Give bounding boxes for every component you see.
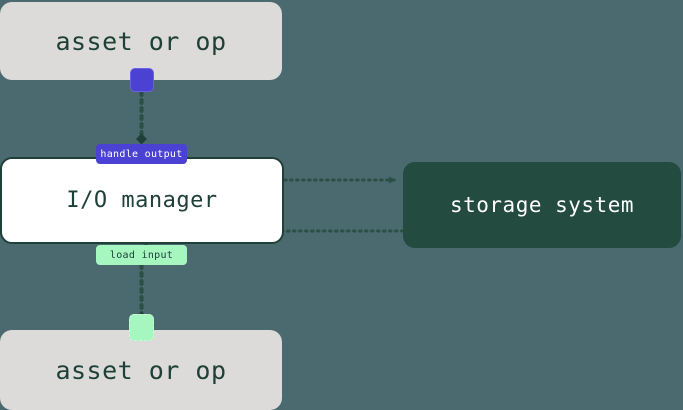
edge-label-handle-output[interactable]: handle output <box>96 144 187 164</box>
node-io-manager[interactable]: I/O manager <box>0 157 284 244</box>
node-label: asset or op <box>55 355 227 385</box>
output-port-handle[interactable] <box>130 68 154 92</box>
node-asset-or-op-bottom[interactable]: asset or op <box>0 330 282 410</box>
node-label: storage system <box>449 193 634 217</box>
input-port-handle[interactable] <box>129 314 154 341</box>
edge-label-load-input[interactable]: load input <box>96 245 187 265</box>
node-asset-or-op-top[interactable]: asset or op <box>0 2 282 80</box>
edge-label-text: load input <box>109 249 174 261</box>
edge-label-text: handle output <box>100 148 183 160</box>
node-label: asset or op <box>55 26 227 56</box>
node-label: I/O manager <box>66 188 218 213</box>
node-storage-system[interactable]: storage system <box>403 162 681 248</box>
